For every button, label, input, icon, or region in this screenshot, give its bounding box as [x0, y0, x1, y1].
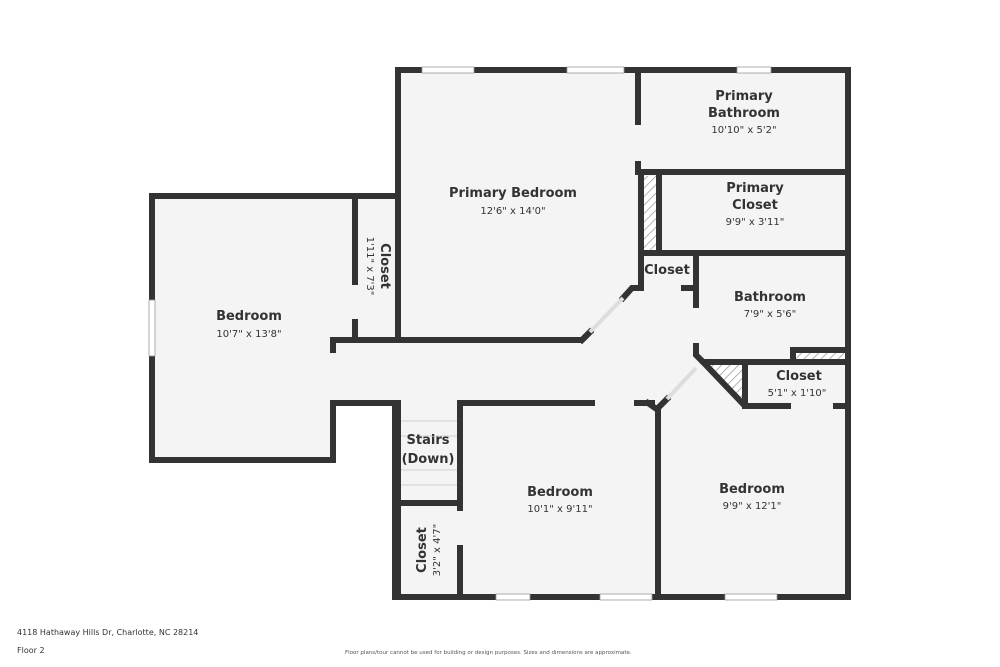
room-name: Bedroom — [527, 485, 593, 500]
room-dims: 12'6" x 14'0" — [480, 206, 545, 217]
room-dims: 1'11" x 7'3" — [364, 237, 375, 296]
room-primary-bedroom: Primary Bedroom 12'6" x 14'0" — [449, 186, 577, 217]
room-dims: 5'1" x 1'10" — [768, 388, 827, 399]
window — [566, 66, 625, 74]
property-address: 4118 Hathaway Hills Dr, Charlotte, NC 28… — [17, 628, 199, 637]
room-bathroom: Bathroom 7'9" x 5'6" — [734, 290, 806, 320]
room-dims: 9'9" x 12'1" — [723, 501, 782, 512]
room-dims: 10'7" x 13'8" — [216, 329, 281, 340]
room-name: Primary — [726, 181, 784, 196]
floor-label: Floor 2 — [17, 646, 45, 655]
room-stairs: Stairs (Down) — [402, 433, 455, 467]
doorway — [665, 366, 698, 401]
room-dims: 9'9" x 3'11" — [726, 217, 785, 228]
room-dims: 3'2" x 4'7" — [432, 524, 443, 576]
room-name: Bathroom — [734, 290, 806, 305]
window — [599, 593, 653, 601]
room-bedroom-right: Bedroom 9'9" x 12'1" — [719, 482, 785, 512]
door-jamb — [577, 327, 595, 345]
room-name: Bathroom — [708, 106, 780, 121]
room-bedroom-middle: Bedroom 10'1" x 9'11" — [527, 485, 593, 515]
room-name: Closet — [644, 263, 690, 278]
room-closet-right: Closet 5'1" x 1'10" — [768, 369, 827, 399]
room-name: Bedroom — [216, 309, 282, 324]
stairs — [401, 420, 457, 486]
disclaimer: Floor plans/tour cannot be used for buil… — [345, 650, 632, 656]
window — [736, 66, 772, 74]
room-bedroom-left: Bedroom 10'7" x 13'8" — [216, 309, 282, 340]
room-name: Closet — [732, 198, 778, 213]
room-name: Bedroom — [719, 482, 785, 497]
hatched-shaft — [795, 351, 845, 360]
room-name: Stairs — [407, 433, 450, 448]
room-dims: 10'1" x 9'11" — [527, 504, 592, 515]
room-closet-left: Closet 1'11" x 7'3" — [364, 237, 392, 296]
room-primary-bathroom: Primary Bathroom 10'10" x 5'2" — [708, 89, 780, 136]
room-dims: 10'10" x 5'2" — [711, 125, 776, 136]
room-name: Primary Bedroom — [449, 186, 577, 201]
hatched-shaft — [643, 176, 656, 250]
window — [724, 593, 778, 601]
room-primary-closet: Primary Closet 9'9" x 3'11" — [726, 181, 785, 228]
room-closet-bottom: Closet 3'2" x 4'7" — [415, 524, 443, 576]
room-name: Primary — [715, 89, 773, 104]
room-name: Closet — [377, 243, 392, 289]
window — [495, 593, 531, 601]
doorway — [588, 296, 625, 334]
room-closet-small: Closet — [644, 263, 690, 278]
windows — [148, 66, 778, 601]
room-dims: 7'9" x 5'6" — [744, 309, 796, 320]
window — [148, 299, 156, 357]
window — [421, 66, 475, 74]
room-name: (Down) — [402, 452, 455, 467]
room-name: Closet — [415, 527, 430, 573]
room-name: Closet — [776, 369, 822, 384]
